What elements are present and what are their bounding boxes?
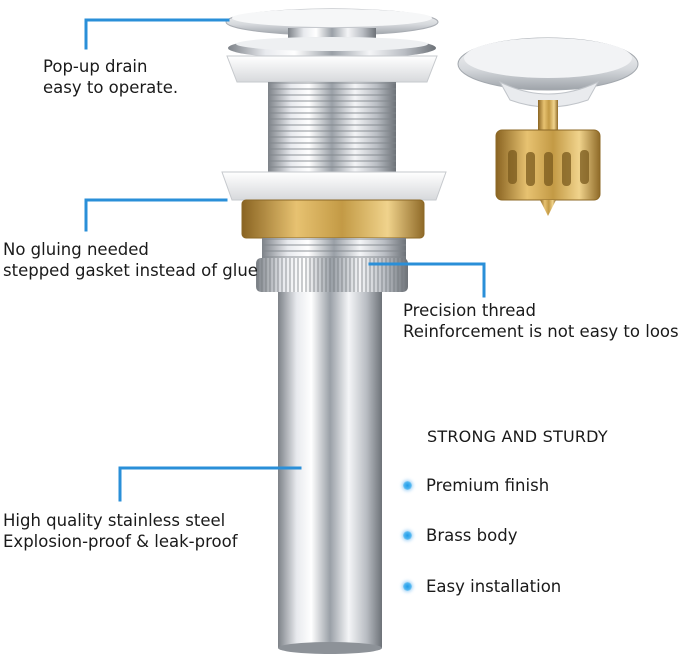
feature-label: Premium finish (426, 476, 550, 495)
callout-thread-title: Precision thread (403, 301, 536, 320)
callout-steel-desc: Explosion-proof & leak-proof (3, 532, 238, 551)
bullet-dot-icon (403, 531, 412, 540)
callout-popup-desc: easy to operate. (43, 78, 179, 97)
bullet-dot-icon (403, 582, 412, 591)
callout-gasket: No gluing needed stepped gasket instead … (3, 239, 258, 281)
drain-assembly (221, 8, 447, 654)
callout-popup-title: Pop-up drain (43, 57, 148, 76)
callout-line-gasket (84, 198, 228, 232)
feature-item: Easy installation (403, 577, 561, 596)
feature-item: Brass body (403, 526, 517, 545)
callout-steel: High quality stainless steel Explosion-p… (3, 510, 238, 552)
feature-item: Premium finish (403, 476, 549, 495)
callout-thread-desc: Reinforcement is not easy to loose (403, 322, 679, 341)
popup-stopper-detail (457, 37, 639, 216)
callout-line-popup (84, 18, 230, 50)
bullet-dot-icon (403, 481, 412, 490)
callout-thread: Precision thread Reinforcement is not ea… (403, 300, 679, 342)
callout-popup-drain: Pop-up drain easy to operate. (43, 56, 178, 98)
callout-line-thread (368, 262, 486, 298)
feature-label: Brass body (426, 526, 518, 545)
features-heading: STRONG AND STURDY (427, 427, 608, 446)
feature-label: Easy installation (426, 577, 562, 596)
callout-gasket-title: No gluing needed (3, 240, 149, 259)
callout-line-steel (118, 466, 302, 502)
callout-steel-title: High quality stainless steel (3, 511, 226, 530)
callout-gasket-desc: stepped gasket instead of glue (3, 261, 258, 280)
